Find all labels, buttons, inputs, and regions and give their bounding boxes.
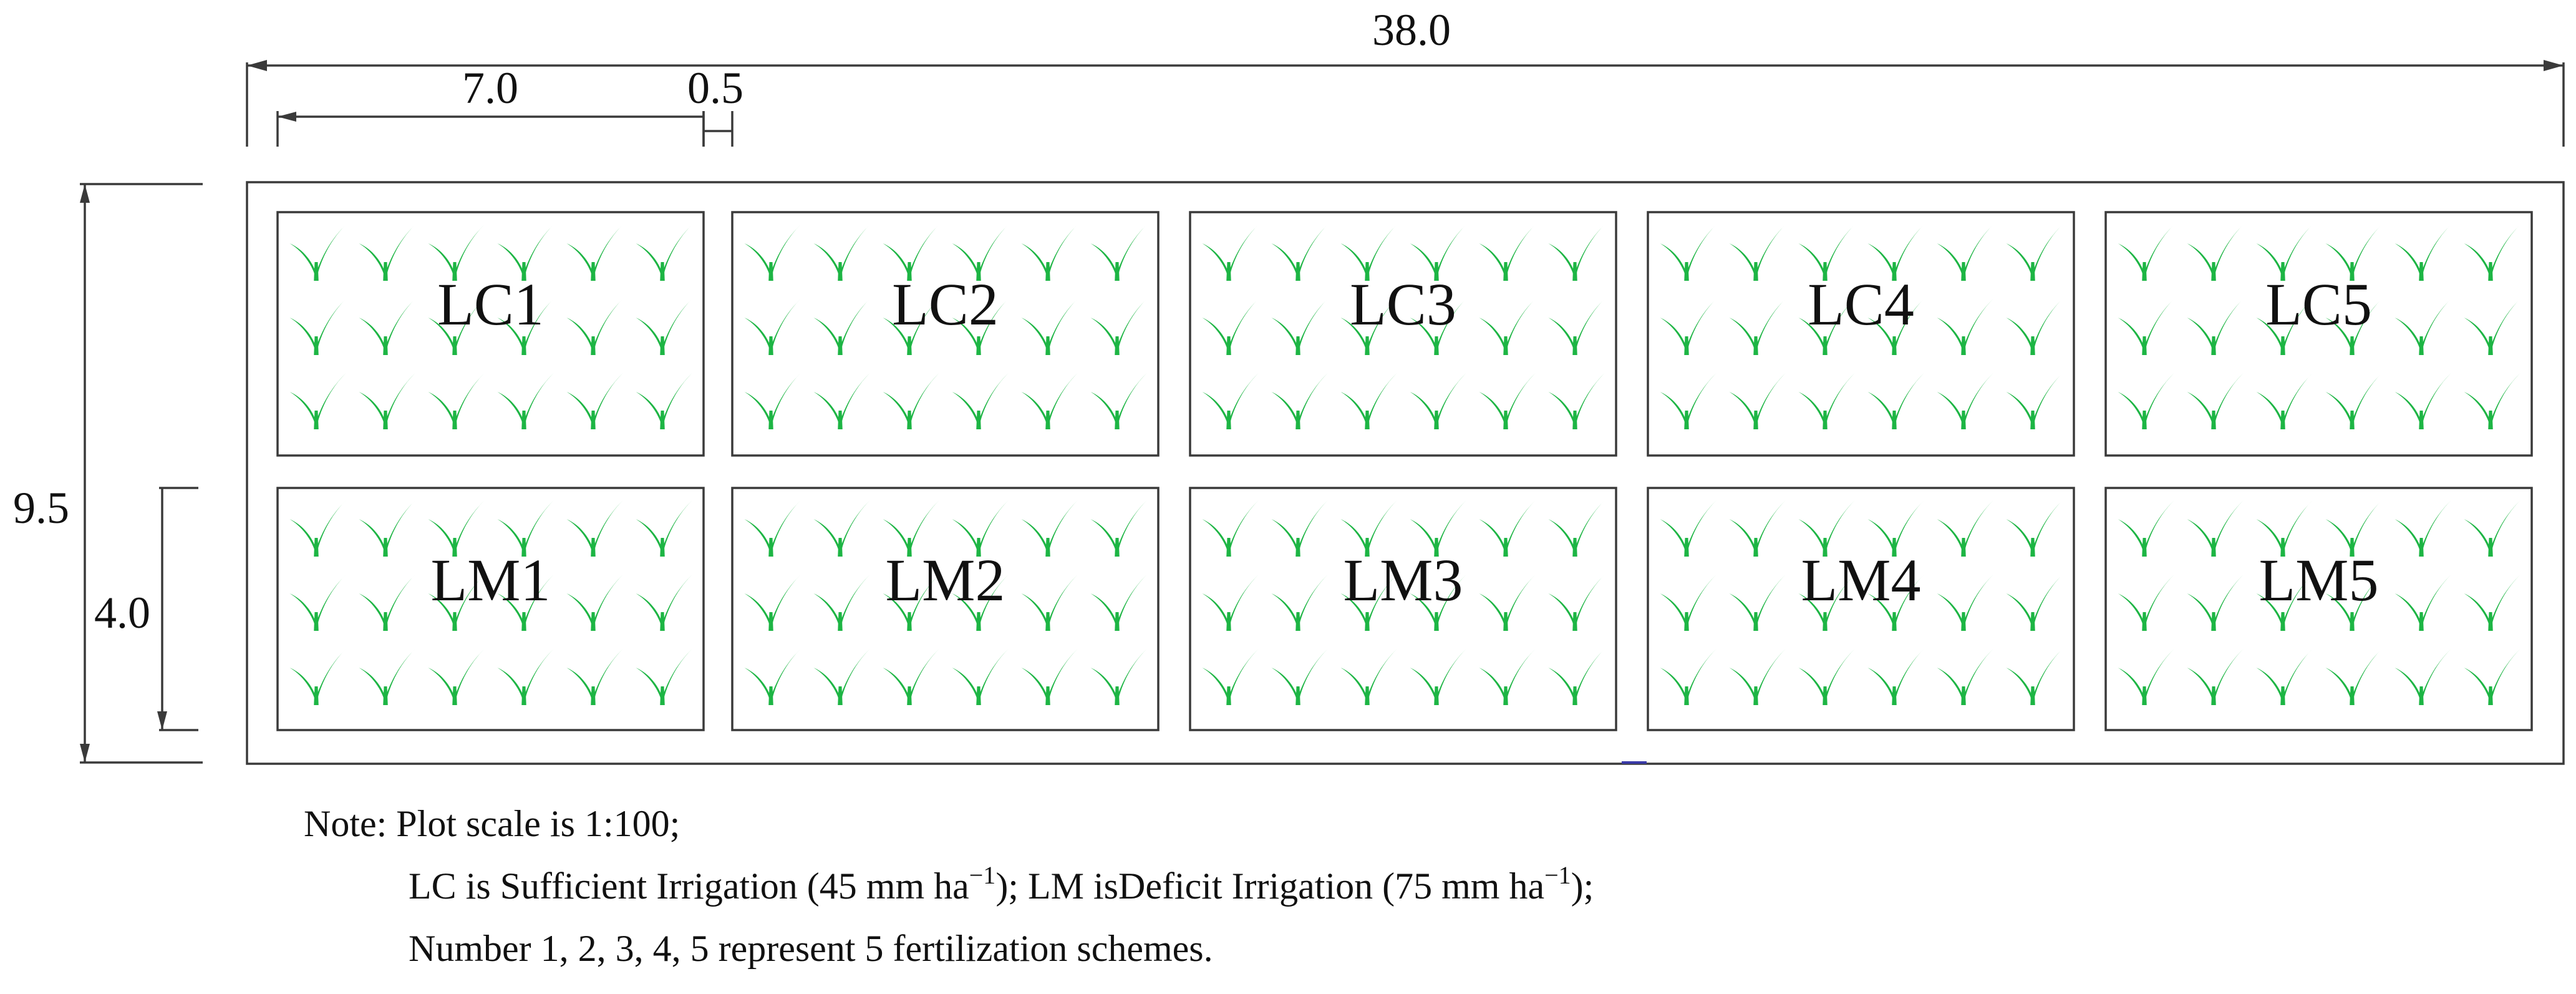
plot-length-label: 7.0 [462,63,518,113]
note-superscript-2: −1 [1544,861,1571,889]
plot-border [276,487,705,731]
plot-label: LM1 [431,547,551,613]
dimension-plot-width: 4.0 [94,487,198,731]
plot-label: LM5 [2259,547,2379,613]
plot-border [1647,487,2075,731]
total-width-label: 9.5 [13,483,69,533]
plot-lc4: LC4 [1647,211,2075,457]
plot-border [1189,487,1617,731]
plot-label: LC4 [1808,271,1914,338]
note-line-2-end: ); [1571,865,1594,907]
note-lm-description: ); LM isDeficit Irrigation (75 mm ha [995,865,1544,907]
plot-lm3: LM3 [1189,487,1617,731]
plot-border [1647,211,2075,457]
plot-lc1: LC1 [276,211,705,457]
plot-label: LC3 [1350,271,1456,338]
plot-label: LC1 [437,271,544,338]
dimension-plot-length: 7.0 [276,63,705,147]
plot-border [731,487,1160,731]
gap-label: 0.5 [687,63,743,113]
dimension-gap: 0.5 [687,63,743,147]
plot-lm2: LM2 [731,487,1160,731]
note-superscript-1: −1 [969,861,996,889]
plot-label: LM3 [1344,547,1463,613]
note-line-1: Note: Plot scale is 1:100; [304,803,680,844]
plot-lm1: LM1 [276,487,705,731]
note: Note: Plot scale is 1:100; LC is Suffici… [304,803,1594,969]
plot-lm4: LM4 [1647,487,2075,731]
plot-width-label: 4.0 [94,588,150,638]
note-lc-description: LC is Sufficient Irrigation (45 mm ha [409,865,969,907]
field-outline [246,181,2565,765]
dimension-total-width: 9.5 [13,183,203,764]
plot-label: LM2 [886,547,1005,613]
plot-lc2: LC2 [731,211,1160,457]
plot-lm5: LM5 [2104,487,2533,731]
total-length-label: 38.0 [1372,5,1451,55]
plot-lc5: LC5 [2104,211,2533,457]
plot-border [2104,487,2533,731]
note-line-3: Number 1, 2, 3, 4, 5 represent 5 fertili… [409,928,1213,969]
plot-border [1189,211,1617,457]
plot-label: LM4 [1801,547,1921,613]
dimension-total-length: 38.0 [246,5,2565,147]
plot-label: LC2 [892,271,999,338]
plot-lc3: LC3 [1189,211,1617,457]
note-line-2: LC is Sufficient Irrigation (45 mm ha−1)… [409,861,1594,907]
plot-border [276,211,705,457]
plot-border [731,211,1160,457]
plot-label: LC5 [2265,271,2372,338]
plot-border [2104,211,2533,457]
